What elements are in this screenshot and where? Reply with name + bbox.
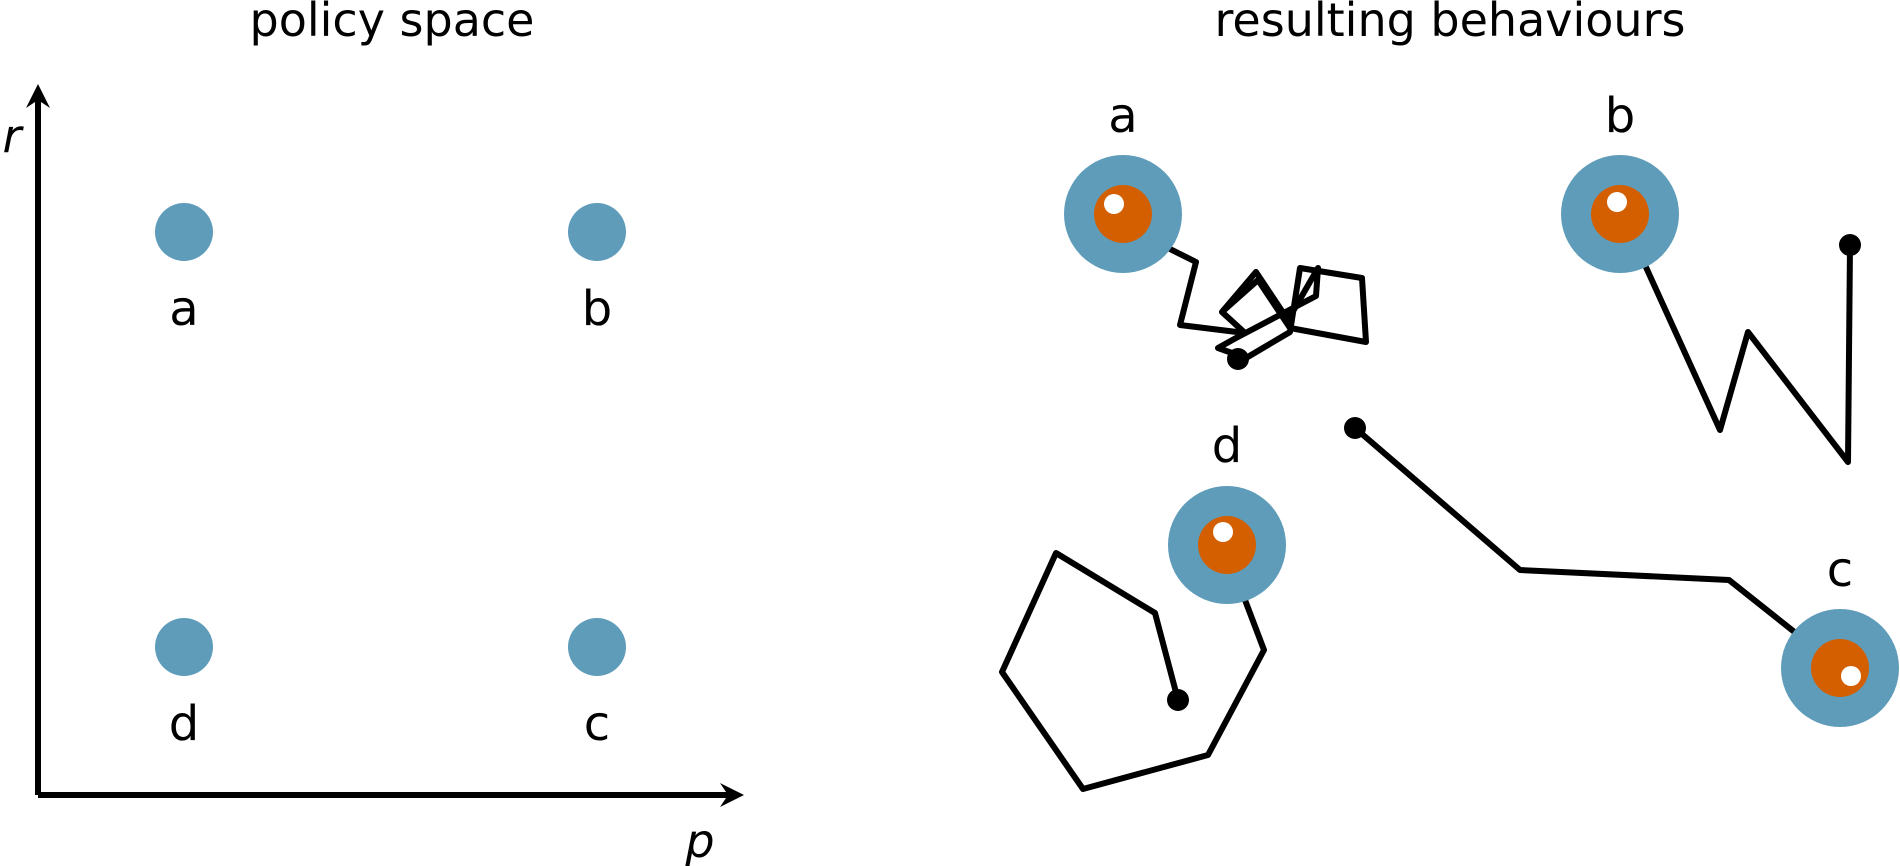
- trajectory-c: [1352, 425, 1805, 641]
- trajectory-b: [1642, 242, 1853, 465]
- agent-c: [1781, 609, 1899, 727]
- policy-point-b: [568, 203, 626, 261]
- agent-b-inner-core: [1591, 185, 1649, 243]
- agent-b-eye: [1607, 192, 1627, 212]
- agent-label-c: c: [1827, 542, 1853, 598]
- agent-a: [1064, 155, 1182, 273]
- policy-point-c: [568, 618, 626, 676]
- agent-b: [1561, 155, 1679, 273]
- x-axis-label: p: [684, 814, 714, 866]
- policy-label-b: b: [582, 281, 612, 337]
- policy-point-d: [155, 618, 213, 676]
- policy-space-panel: policy space r p a b d c: [3, 0, 744, 866]
- resulting-behaviours-panel: resulting behaviours a b d: [999, 0, 1899, 792]
- agent-c-inner-core: [1811, 639, 1869, 697]
- agent-d: [1168, 486, 1286, 604]
- agent-label-d: d: [1212, 418, 1242, 474]
- policy-label-a: a: [169, 281, 198, 337]
- y-axis-arrowhead: [26, 84, 50, 108]
- trajectory-d-end-dot: [1167, 689, 1189, 711]
- trajectory-d: [999, 550, 1267, 792]
- trajectory-a: [1159, 242, 1369, 361]
- behaviours-title: resulting behaviours: [1215, 0, 1686, 47]
- agent-a-eye: [1104, 194, 1124, 214]
- y-axis-label: r: [3, 109, 25, 163]
- agent-c-eye: [1841, 666, 1861, 686]
- trajectory-b-end-dot: [1839, 234, 1861, 256]
- agent-label-b: b: [1605, 88, 1635, 144]
- trajectory-a-end-dot: [1227, 348, 1249, 370]
- agent-label-a: a: [1108, 88, 1137, 144]
- x-axis-arrowhead: [720, 783, 744, 807]
- policy-point-a: [155, 203, 213, 261]
- policy-space-title: policy space: [250, 0, 535, 47]
- agent-d-inner-core: [1198, 516, 1256, 574]
- policy-label-d: d: [169, 696, 199, 752]
- policy-label-c: c: [584, 696, 610, 752]
- agent-a-inner-core: [1094, 185, 1152, 243]
- agent-d-eye: [1213, 522, 1233, 542]
- trajectory-c-end-dot: [1344, 417, 1366, 439]
